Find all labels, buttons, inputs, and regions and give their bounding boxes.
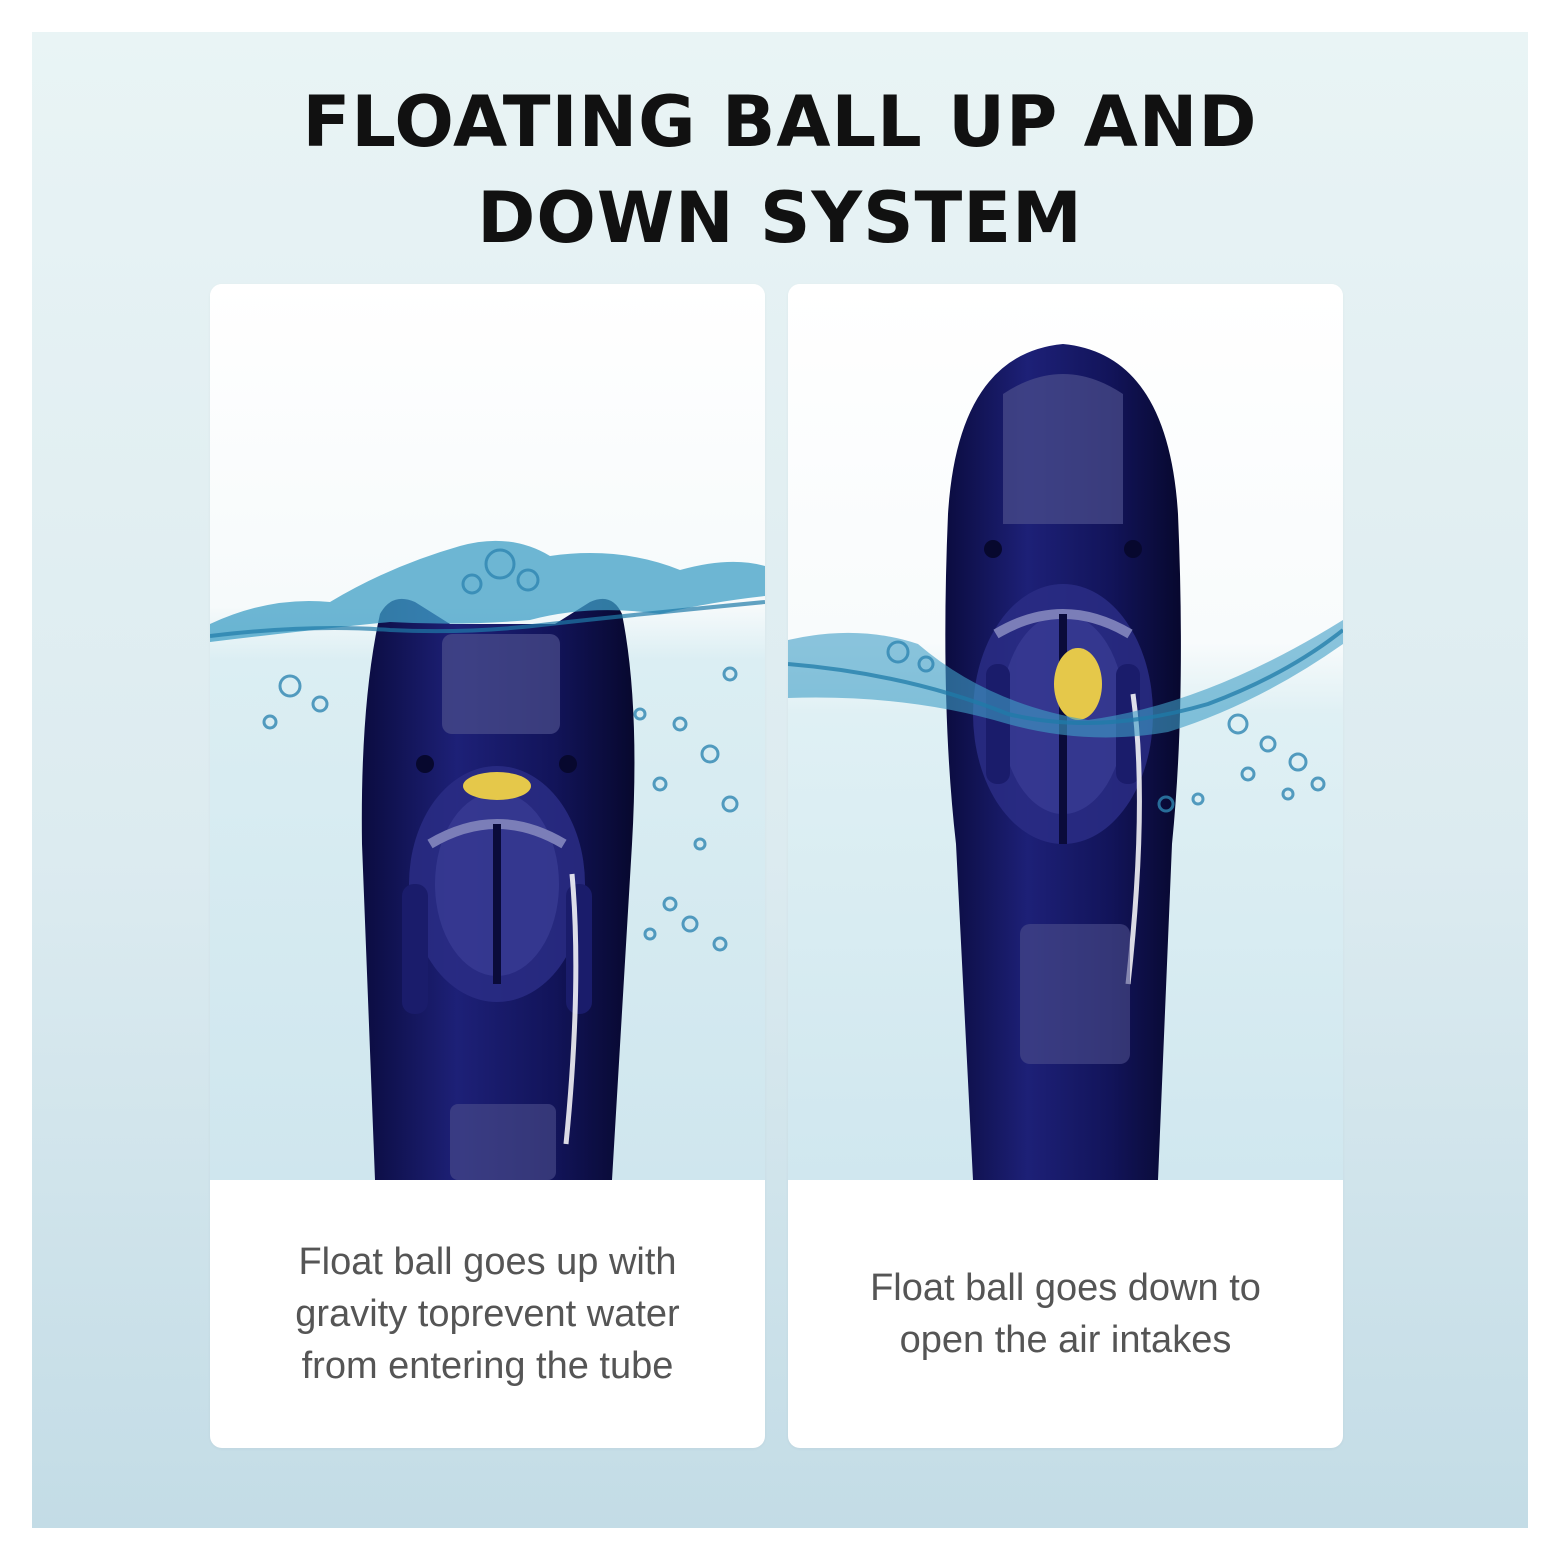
banner-title: FLOATING BALL UP AND DOWN SYSTEM — [32, 74, 1528, 266]
water-splash-shape — [210, 540, 765, 642]
caption-ball-down: Float ball goes down to open the air int… — [788, 1180, 1343, 1448]
caption-line: gravity toprevent water — [295, 1293, 680, 1335]
bubbles-decoration — [262, 548, 739, 952]
caption-line: open the air intakes — [899, 1319, 1232, 1361]
float-ball-icon — [463, 772, 531, 800]
caption-line: Float ball goes down to — [870, 1267, 1261, 1309]
water-wave-shape — [788, 620, 1343, 738]
caption-ball-up: Float ball goes up with gravity topreven… — [210, 1180, 765, 1448]
panel-ball-up: Float ball goes up with gravity topreven… — [210, 284, 765, 1448]
snorkel-underwater-photo — [210, 284, 765, 1180]
float-ball-icon — [1054, 648, 1102, 720]
caption-line: from entering the tube — [301, 1345, 674, 1387]
title-line-1: FLOATING BALL UP AND — [302, 81, 1258, 163]
caption-line: Float ball goes up with — [298, 1241, 677, 1283]
product-banner: FLOATING BALL UP AND DOWN SYSTEM — [32, 32, 1528, 1528]
title-line-2: DOWN SYSTEM — [477, 177, 1083, 259]
panel-ball-down: Float ball goes down to open the air int… — [788, 284, 1343, 1448]
bubbles-decoration — [886, 640, 1326, 813]
snorkel-above-water-photo — [788, 284, 1343, 1180]
